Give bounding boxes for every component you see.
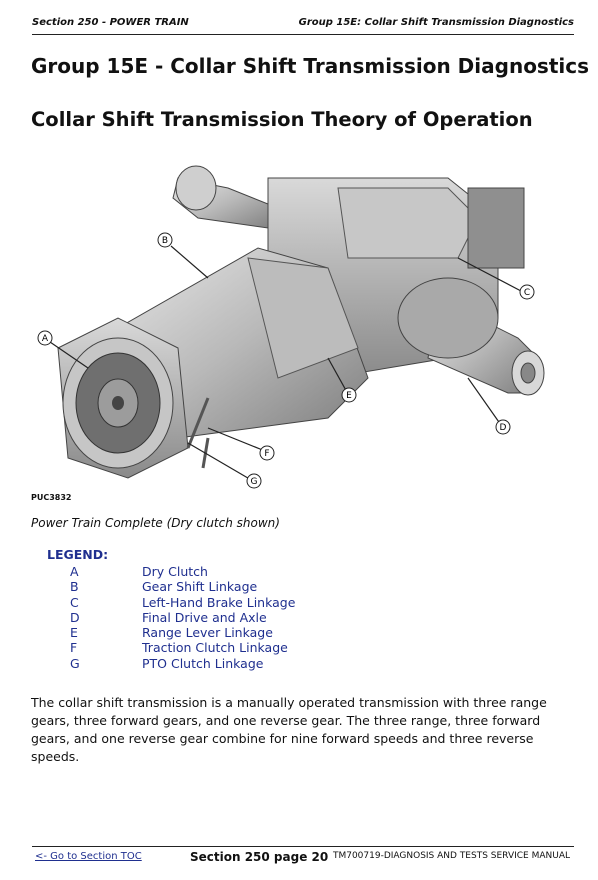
legend-item: D Final Drive and Axle [70, 610, 370, 625]
legend-list: A Dry Clutch B Gear Shift Linkage C Left-Ha… [70, 564, 370, 671]
power-train-illustration: B A C D E F G [37, 165, 545, 489]
header-group: Group 15E: Collar Shift Transmission Dia… [298, 17, 574, 28]
figure-caption: Power Train Complete (Dry clutch shown) [31, 516, 280, 530]
callout-a-marker [37, 330, 53, 346]
legend-key: F [70, 640, 78, 656]
legend-label: Range Lever Linkage [142, 625, 273, 641]
callout-d: D [500, 423, 507, 433]
legend-key: D [70, 609, 80, 625]
callout-b-marker [157, 232, 173, 248]
legend-item: A Dry Clutch [70, 564, 370, 579]
callout-g: G [251, 477, 258, 487]
legend-item: C Left-Hand Brake Linkage [70, 595, 370, 610]
legend-label: Final Drive and Axle [142, 609, 267, 625]
legend-key: E [70, 625, 78, 641]
legend-item: G PTO Clutch Linkage [70, 656, 370, 671]
legend-title: LEGEND: [47, 547, 109, 562]
callout-b: B [162, 236, 168, 246]
legend-key: G [70, 655, 80, 671]
legend-label: PTO Clutch Linkage [142, 655, 264, 671]
figure-code: PUC3832 [31, 493, 72, 502]
callout-c: C [524, 288, 530, 298]
legend-label: Dry Clutch [142, 564, 208, 579]
legend-item: B Gear Shift Linkage [70, 579, 370, 594]
header-section: Section 250 - POWER TRAIN [32, 17, 189, 28]
legend-label: Left-Hand Brake Linkage [142, 594, 296, 610]
legend-label: Traction Clutch Linkage [142, 640, 288, 656]
page-header: Section 250 - POWER TRAIN Group 15E: Col… [32, 16, 574, 35]
callout-f: F [264, 449, 269, 459]
callout-c-marker [519, 284, 535, 300]
callout-e: E [346, 391, 352, 401]
callout-e-marker [341, 387, 357, 403]
page-number: Section 250 page 20 [190, 850, 329, 864]
body-paragraph: The collar shift transmission is a manua… [31, 695, 547, 764]
callout-f-marker [259, 445, 275, 461]
legend-key: B [70, 579, 79, 595]
legend-label: Gear Shift Linkage [142, 579, 258, 595]
callout-a: A [42, 334, 49, 344]
section-toc-link[interactable]: <- Go to Section TOC [35, 851, 142, 862]
legend-key: C [70, 594, 79, 610]
legend-item: E Range Lever Linkage [70, 625, 370, 640]
callout-d-marker [495, 419, 511, 435]
legend-item: F Traction Clutch Linkage [70, 640, 370, 655]
page-title: Group 15E - Collar Shift Transmission Di… [31, 54, 590, 78]
section-subtitle: Collar Shift Transmission Theory of Oper… [31, 108, 533, 131]
footer-divider [32, 846, 574, 847]
callout-g-marker [246, 473, 262, 489]
legend-key: A [70, 564, 79, 579]
manual-title: TM700719-DIAGNOSIS AND TESTS SERVICE MAN… [332, 851, 570, 861]
